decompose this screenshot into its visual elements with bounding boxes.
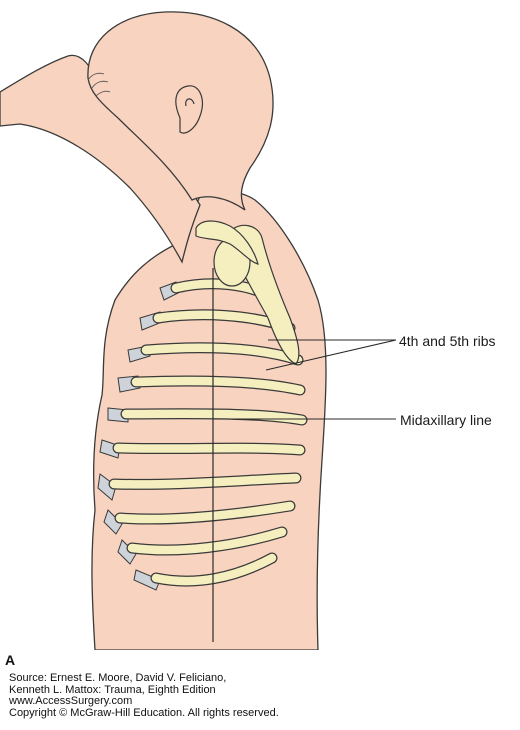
credit-authors: Kenneth L. Mattox: Trauma, Eighth Editio… <box>9 683 216 696</box>
credit-website: www.AccessSurgery.com <box>9 695 133 708</box>
hair-strokes <box>87 72 111 97</box>
credit-copyright: Copyright © McGraw-Hill Education. All r… <box>9 706 279 719</box>
midaxillary-line-label: Midaxillary line <box>400 412 492 428</box>
credits-block: Source: Ernest E. Moore, David V. Felici… <box>9 672 279 719</box>
ear <box>175 85 203 134</box>
clavicle <box>195 220 259 265</box>
costal-cartilages <box>97 281 181 591</box>
panel-letter: A <box>5 652 16 668</box>
credit-source: Source: Ernest E. Moore, David V. Felici… <box>9 672 227 684</box>
callout-leaders <box>214 339 397 420</box>
ribs <box>108 278 308 587</box>
chest-wall-illustration <box>0 11 397 650</box>
ribs-label: 4th and 5th ribs <box>399 333 496 349</box>
